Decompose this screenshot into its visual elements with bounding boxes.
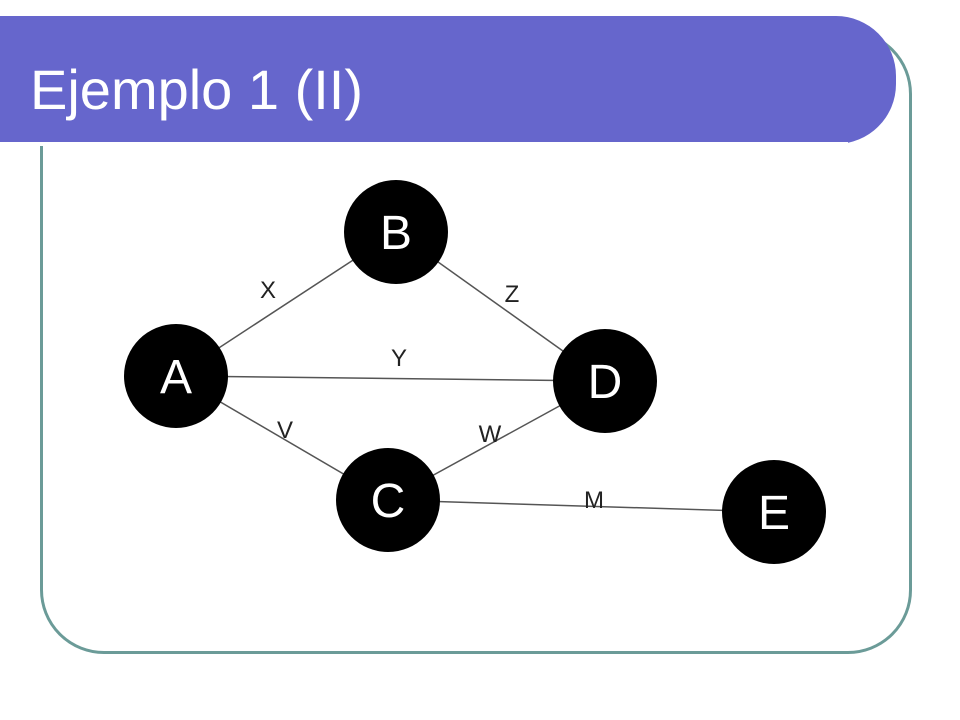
edge-label-v: V bbox=[277, 417, 293, 444]
slide-title: Ejemplo 1 (II) bbox=[30, 58, 363, 121]
node-e: E bbox=[722, 460, 826, 564]
node-c-label: C bbox=[371, 475, 406, 528]
edge-label-m: M bbox=[584, 487, 604, 514]
edge-label-y: Y bbox=[391, 345, 407, 372]
edge-label-z: Z bbox=[505, 281, 520, 308]
node-b-label: B bbox=[380, 207, 412, 260]
node-e-circle bbox=[722, 460, 826, 564]
node-d-circle bbox=[553, 329, 657, 433]
edges-layer bbox=[175, 231, 775, 513]
node-a: A bbox=[124, 324, 228, 428]
node-d: D bbox=[553, 329, 657, 433]
edge-label-x: X bbox=[260, 277, 276, 304]
node-a-label: A bbox=[160, 351, 192, 404]
edge-label-w: W bbox=[479, 421, 502, 448]
title-bar: Ejemplo 1 (II) bbox=[0, 16, 896, 146]
node-c: C bbox=[336, 448, 440, 552]
node-b: B bbox=[344, 180, 448, 284]
nodes-layer: A B C D E bbox=[124, 180, 826, 564]
node-b-circle bbox=[344, 180, 448, 284]
node-c-circle bbox=[336, 448, 440, 552]
edge-labels-layer: X Y Z V W M bbox=[260, 277, 604, 514]
edge-a-d bbox=[175, 375, 606, 382]
node-a-circle bbox=[124, 324, 228, 428]
edge-c-e bbox=[387, 499, 775, 513]
node-e-label: E bbox=[758, 487, 790, 540]
title-underline bbox=[0, 142, 848, 146]
node-d-label: D bbox=[588, 356, 623, 409]
